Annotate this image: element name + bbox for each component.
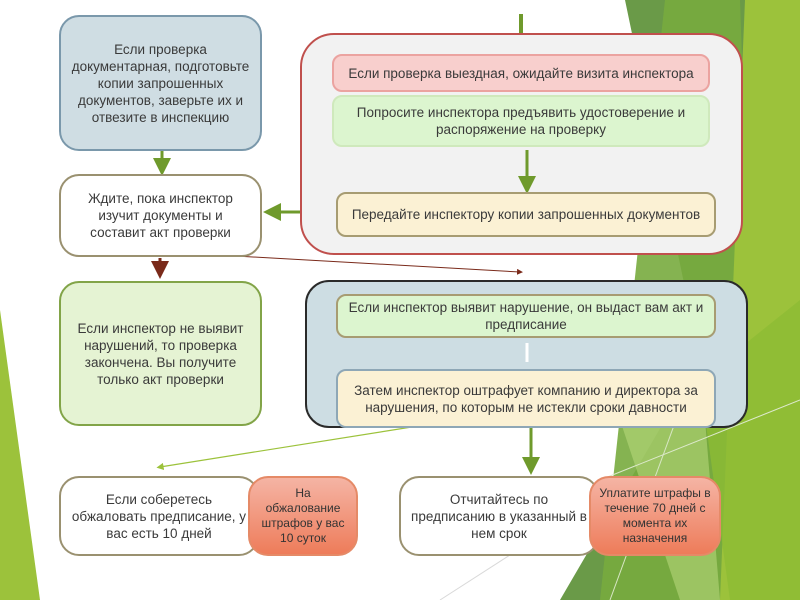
wait-inspector-box: Ждите, пока инспектор изучит документы и… — [59, 174, 262, 257]
onsite-check-box: Если проверка выездная, ожидайте визита … — [332, 54, 710, 92]
violation-found-box: Если инспектор выявит нарушение, он выда… — [336, 294, 716, 338]
wait-inspector-text: Ждите, пока инспектор изучит документы и… — [88, 191, 233, 240]
hand-over-copies-box: Передайте инспектору копии запрошенных д… — [336, 192, 716, 237]
pay-fines-text: Уплатите штрафы в течение 70 дней с моме… — [599, 486, 711, 545]
report-order-box: Отчитайтесь по предписанию в указанный в… — [399, 476, 599, 556]
fine-issued-box: Затем инспектор оштрафует компанию и дир… — [336, 369, 716, 428]
no-violations-text: Если инспектор не выявит нарушений, то п… — [77, 320, 244, 387]
ask-credentials-box: Попросите инспектора предъявить удостове… — [332, 95, 710, 147]
fine-issued-text: Затем инспектор оштрафует компанию и дир… — [354, 382, 698, 415]
violation-found-text: Если инспектор выявит нарушение, он выда… — [348, 300, 704, 332]
no-violations-box: Если инспектор не выявит нарушений, то п… — [59, 281, 262, 426]
bg-shape-bottom-left — [0, 310, 40, 600]
appeal-order-text: Если соберетесь обжаловать предписание, … — [71, 491, 247, 541]
appeal-fines-text: На обжалование штрафов у вас 10 суток — [261, 486, 345, 545]
documentary-check-text: Если проверка документарная, подготовьте… — [71, 41, 250, 125]
bg-thin-line-2 — [599, 399, 800, 481]
pay-fines-box: Уплатите штрафы в течение 70 дней с моме… — [589, 476, 721, 556]
bg-thin-line-3 — [439, 554, 511, 600]
appeal-order-box: Если соберетесь обжаловать предписание, … — [59, 476, 259, 556]
onsite-check-text: Если проверка выездная, ожидайте визита … — [348, 65, 694, 81]
report-order-text: Отчитайтесь по предписанию в указанный в… — [411, 491, 587, 541]
ask-credentials-text: Попросите инспектора предъявить удостове… — [356, 105, 686, 137]
hand-over-copies-text: Передайте инспектору копии запрошенных д… — [351, 207, 701, 222]
appeal-fines-box: На обжалование штрафов у вас 10 суток — [248, 476, 358, 556]
documentary-check-box: Если проверка документарная, подготовьте… — [59, 15, 262, 151]
